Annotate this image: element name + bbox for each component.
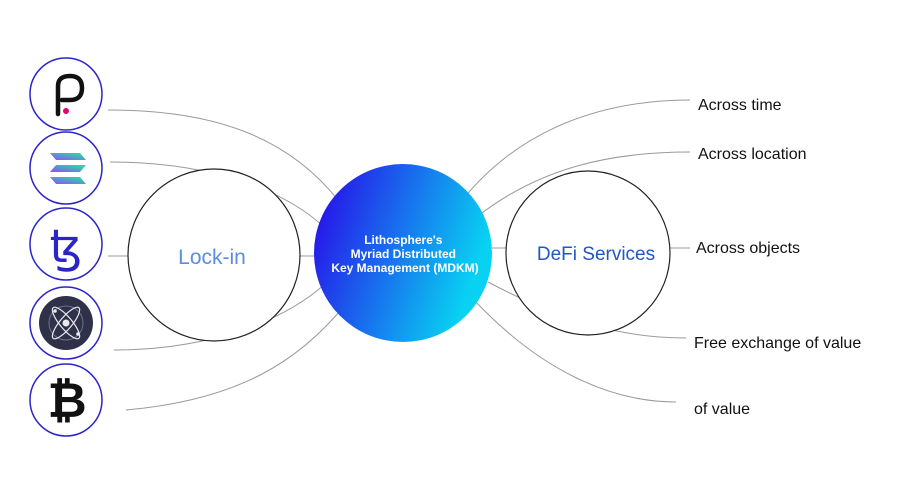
center-line-3: Key Management (MDKM): [331, 261, 478, 275]
defi-services-node: DeFi Services: [505, 170, 671, 336]
defi-outcomes: Across time Across location Across objec…: [694, 97, 861, 418]
svg-text:₿: ₿: [47, 375, 86, 428]
connector-of-value: [473, 299, 677, 403]
outcome-across-time: Across time: [698, 97, 782, 114]
connector-across-time: [463, 99, 691, 199]
tezos-icon: ꜩ: [29, 207, 103, 281]
mdkm-center-node: Lithosphere's Myriad Distributed Key Man…: [314, 164, 492, 342]
outcome-across-objects: Across objects: [696, 240, 800, 257]
lock-in-label: Lock-in: [178, 246, 246, 269]
center-line-2: Myriad Distributed: [351, 247, 456, 261]
outcome-across-location: Across location: [698, 146, 807, 163]
polkadot-icon: [29, 57, 103, 131]
outcome-of-value: of value: [694, 401, 750, 418]
connector-across-location: [477, 151, 691, 217]
cosmos-icon: [29, 286, 103, 360]
svg-text:ꜩ: ꜩ: [50, 220, 83, 272]
svg-text:Lithosphere's Myriad Dis: Lithosphere's Myriad Distributed Key Man…: [331, 233, 478, 275]
bitcoin-icon: ₿: [29, 363, 103, 437]
connector-polkadot: [107, 109, 339, 201]
connector-bitcoin: [125, 304, 346, 411]
chain-icons: ꜩ ₿: [29, 57, 103, 437]
outcome-free-exchange: Free exchange of value: [694, 335, 861, 352]
lock-in-node: Lock-in: [127, 168, 301, 342]
defi-services-label: DeFi Services: [537, 244, 655, 265]
center-line-1: Lithosphere's: [364, 233, 443, 247]
solana-icon: [29, 131, 103, 205]
